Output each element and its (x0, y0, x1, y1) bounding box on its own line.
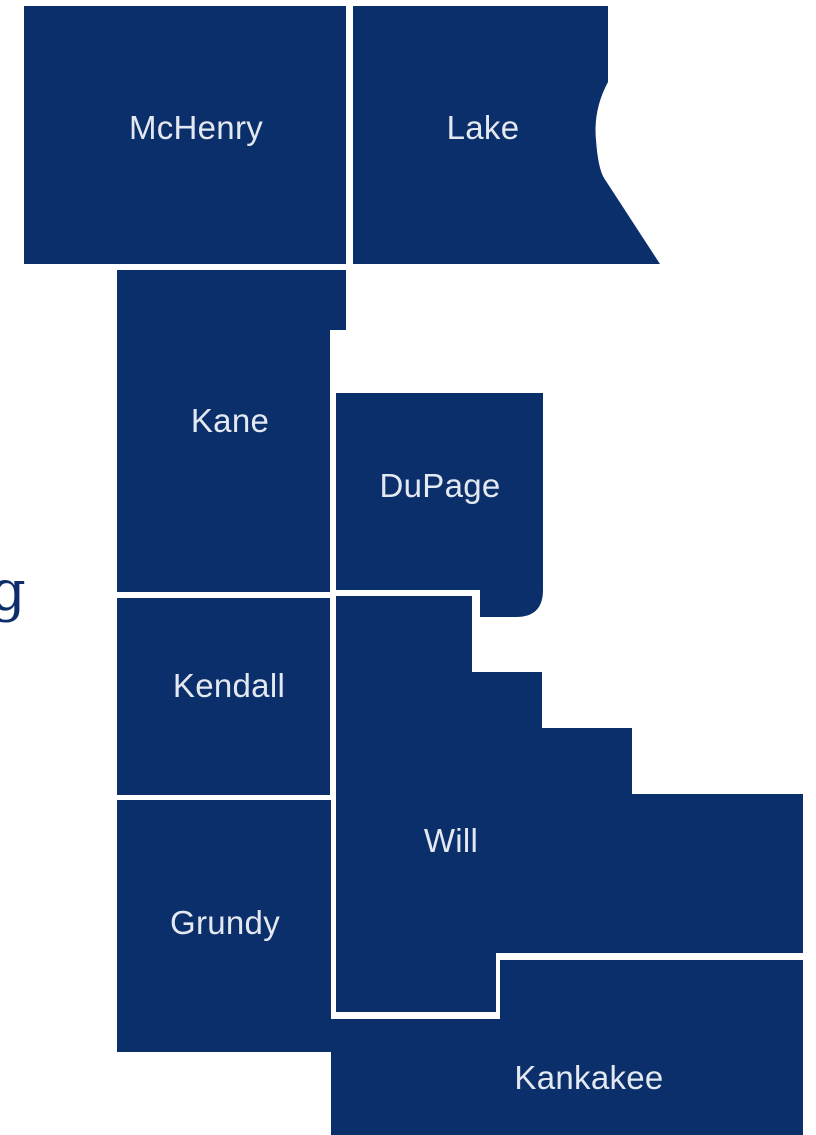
county-mchenry-shape[interactable] (24, 6, 346, 264)
county-lake[interactable]: Lake (353, 6, 660, 264)
county-kane[interactable]: Kane (117, 270, 346, 592)
county-lake-shape[interactable] (353, 6, 660, 264)
county-grundy-shape[interactable] (117, 800, 331, 1052)
county-kane-shape[interactable] (117, 270, 346, 592)
county-grundy[interactable]: Grundy (117, 800, 331, 1052)
county-dupage-shape[interactable] (336, 393, 543, 617)
county-mchenry[interactable]: McHenry (24, 6, 346, 264)
cropped-text-fragment: g (0, 559, 26, 624)
county-kendall-shape[interactable] (117, 598, 330, 795)
county-will-shape[interactable] (336, 596, 803, 1012)
county-kankakee-shape[interactable] (331, 960, 803, 1135)
county-dupage[interactable]: DuPage (336, 393, 543, 617)
county-kendall[interactable]: Kendall (117, 598, 330, 795)
county-will[interactable]: Will (336, 596, 803, 1012)
